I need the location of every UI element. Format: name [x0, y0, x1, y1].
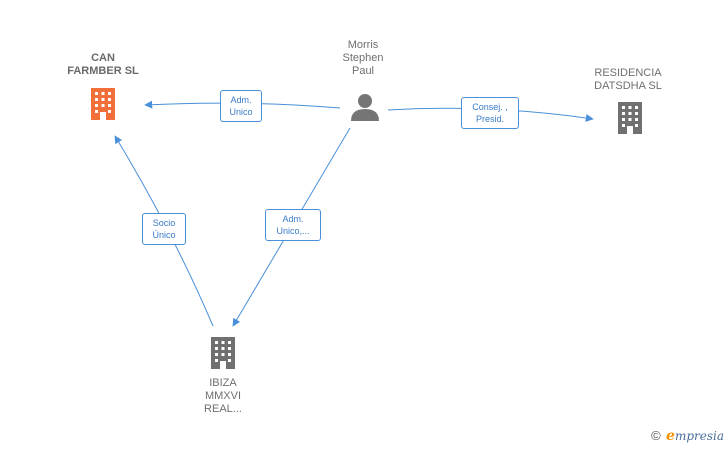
- building-icon[interactable]: [211, 337, 235, 369]
- building-icon[interactable]: [618, 102, 642, 134]
- brand-logo: © empresia: [651, 428, 724, 444]
- node-label-morris[interactable]: Morris Stephen Paul: [342, 39, 384, 77]
- edge-label-morris-can-farmber[interactable]: Adm. Unico: [220, 90, 262, 122]
- brand-initial: e: [666, 428, 675, 444]
- node-label-can-farmber[interactable]: CAN FARMBER SL: [67, 52, 139, 77]
- copyright-symbol: ©: [651, 428, 661, 443]
- brand-name: mpresia: [674, 429, 724, 443]
- edge-label-morris-ibiza[interactable]: Adm. Unico,...: [265, 209, 321, 241]
- edge-label-ibiza-can-farmber[interactable]: Socio Único: [142, 213, 186, 245]
- node-label-residencia[interactable]: RESIDENCIA DATSDHA SL: [594, 67, 662, 92]
- building-icon[interactable]: [88, 86, 118, 120]
- node-label-ibiza[interactable]: IBIZA MMXVI REAL...: [204, 377, 242, 415]
- person-icon[interactable]: [351, 94, 379, 121]
- edge-label-morris-residencia[interactable]: Consej. , Presid.: [461, 97, 519, 129]
